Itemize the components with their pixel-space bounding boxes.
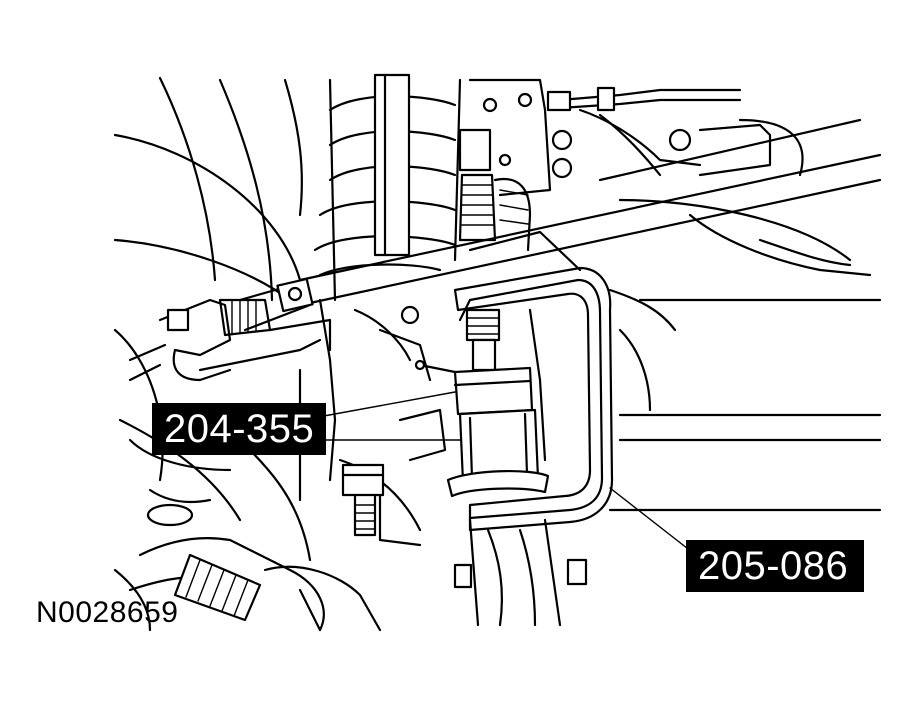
- leader-line-205-086: [609, 487, 693, 553]
- callout-205-086: 205-086: [686, 540, 864, 592]
- shock-absorber: [373, 73, 532, 257]
- receiver-cup-tool: [414, 359, 550, 498]
- axle-boot: [113, 537, 382, 632]
- figure-id: N0028659: [36, 596, 179, 629]
- upper-bracket: [468, 78, 872, 277]
- tie-rod-end: [128, 298, 332, 382]
- c-clamp-tool: [453, 266, 614, 532]
- leader-line-204-355: [301, 391, 456, 421]
- leader-lines: [301, 391, 693, 553]
- wheel-housing-arcs: [113, 76, 303, 522]
- ball-joint-nut: [341, 463, 385, 537]
- lower-arm: [453, 518, 588, 627]
- callout-204-355: 204-355: [152, 403, 326, 455]
- frame-lines: [458, 230, 882, 512]
